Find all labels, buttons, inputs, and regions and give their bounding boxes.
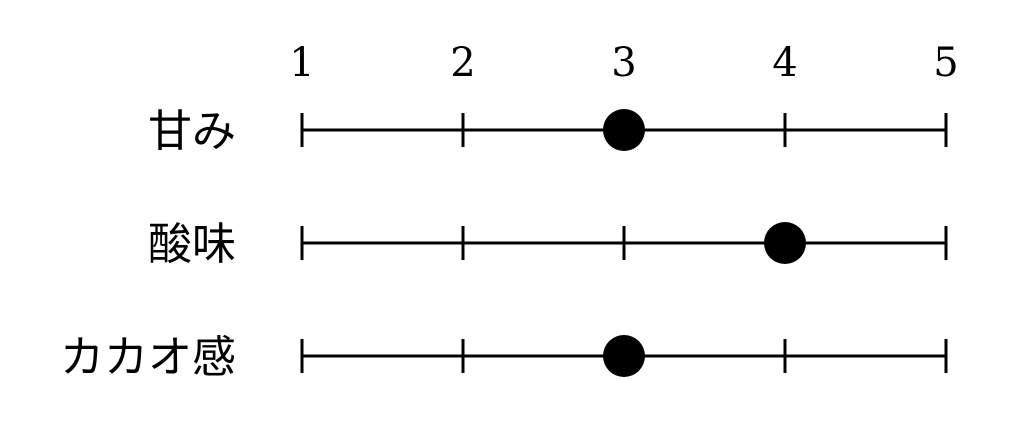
row-label: 甘み — [148, 106, 236, 157]
rating-marker — [603, 109, 645, 151]
scale-label-2: 2 — [450, 40, 475, 86]
scale-label-4: 4 — [772, 40, 797, 86]
scale-label-3: 3 — [611, 40, 636, 86]
scale-labels: 1 2 3 4 5 — [289, 40, 958, 86]
rating-row: 甘み — [148, 106, 948, 157]
row-label: カカオ感 — [60, 332, 236, 383]
row-label: 酸味 — [148, 219, 236, 270]
rating-row: 酸味 — [148, 219, 948, 270]
scale-label-5: 5 — [933, 40, 958, 86]
rating-marker — [603, 335, 645, 377]
scale-label-1: 1 — [289, 40, 314, 86]
rating-marker — [764, 222, 806, 264]
rating-row: カカオ感 — [60, 332, 948, 383]
